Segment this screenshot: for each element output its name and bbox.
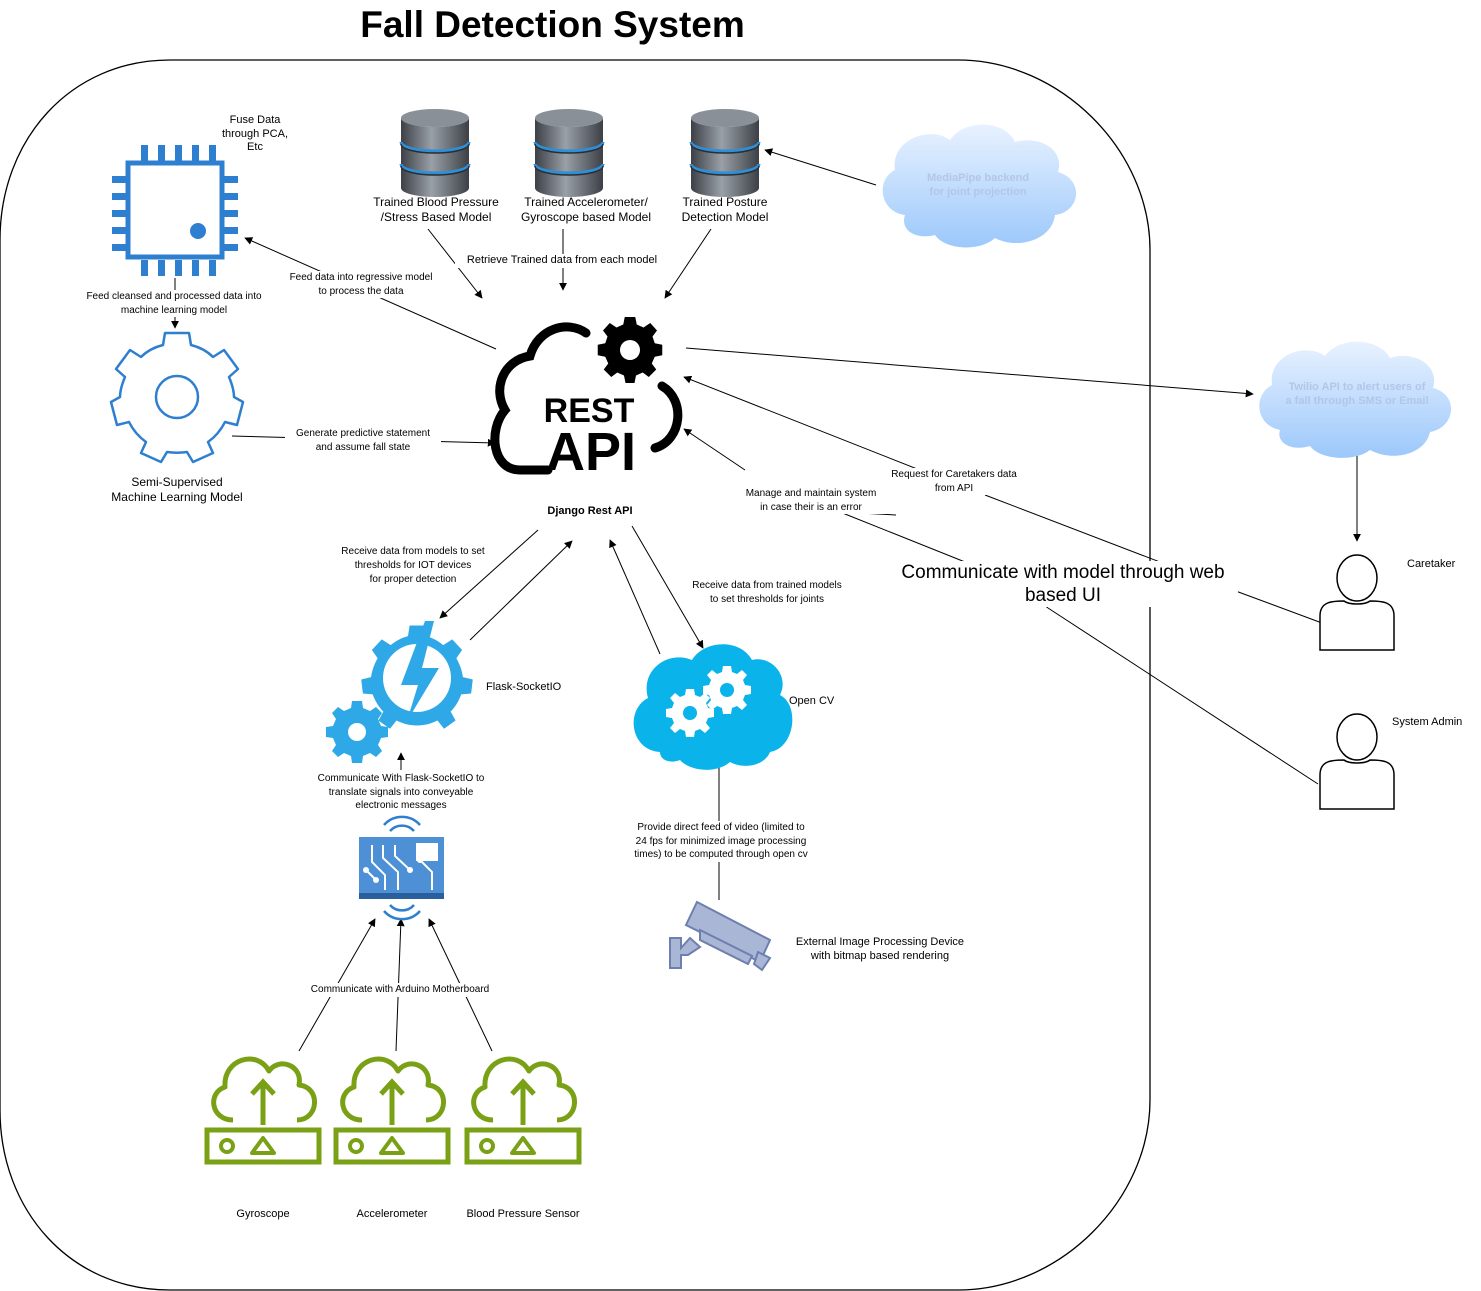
database-icon-accelerometer	[533, 107, 605, 199]
twilio-label: Twilio API to alert users of a fall thro…	[1285, 381, 1429, 407]
chip-icon	[112, 145, 238, 276]
edge-label-communicate-flask: Communicate With Flask-SocketIO to trans…	[303, 772, 499, 813]
edge-rest-to-twilio	[685, 347, 1254, 398]
edge-label-generate-predictive: Generate predictive statement and assume…	[285, 427, 441, 454]
flask-socketio-label: Flask-SocketIO	[486, 681, 562, 693]
gyroscope-sensor-icon	[207, 1059, 319, 1162]
db-accelerometer-label: Trained Accelerometer/ Gyroscope based M…	[520, 195, 652, 224]
bp-sensor-label: Blood Pressure Sensor	[466, 1208, 580, 1220]
iot-board-icon	[359, 815, 444, 921]
gyroscope-label: Gyroscope	[236, 1208, 290, 1220]
edge-label-receive-joints: Receive data from trained models to set …	[692, 580, 842, 605]
camera-label: External Image Processing Device with bi…	[795, 936, 965, 962]
edge-label-feed-cleansed: Feed cleansed and processed data into ma…	[72, 290, 276, 317]
edge-rest-to-opencv	[631, 525, 704, 649]
caretaker-person-icon	[1319, 554, 1395, 651]
database-icon-posture	[689, 107, 761, 199]
edge-label-request-caretakers: Request for Caretakers data from API	[880, 468, 1028, 495]
accelerometer-sensor-icon	[336, 1059, 448, 1162]
rest-api-caption: Django Rest API	[547, 505, 633, 517]
db-posture-label: Trained Posture Detection Model	[681, 195, 769, 224]
db-blood-pressure-label: Trained Blood Pressure /Stress Based Mod…	[373, 195, 499, 224]
system-boundary	[0, 59, 1151, 1291]
edge-label-feed-regressive: Feed data into regressive model to proce…	[278, 271, 444, 298]
mediapipe-cloud-icon	[882, 124, 1077, 248]
edge-label-web-ui: Communicate with model through web based…	[888, 561, 1238, 607]
edge-label-arduino: Communicate with Arduino Motherboard	[296, 983, 504, 997]
twilio-cloud-icon	[1259, 341, 1452, 458]
rest-label: REST	[544, 392, 635, 430]
diagram-title: Fall Detection System	[360, 4, 745, 45]
mediapipe-label: MediaPipe backend for joint projection	[926, 172, 1030, 198]
edge-admin-to-rest-head	[683, 428, 746, 471]
system-admin-person-icon	[1319, 713, 1395, 810]
blood-pressure-sensor-icon	[467, 1059, 579, 1162]
accelerometer-label: Accelerometer	[356, 1208, 428, 1220]
edge-admin-to-rest	[1047, 607, 1319, 785]
ml-model-label: Semi-Supervised Machine Learning Model	[111, 475, 243, 504]
rest-api-icon: REST API	[490, 317, 683, 482]
camera-icon	[669, 900, 772, 972]
edge-label-retrieve-trained: Retrieve Trained data from each model	[455, 254, 669, 268]
opencv-label: Open CV	[789, 695, 835, 707]
edge-flask-to-rest	[469, 540, 573, 641]
edge-opencv-to-rest	[609, 539, 661, 655]
fuse-data-label: Fuse Data through PCA, Etc	[221, 114, 289, 153]
edge-label-video-feed: Provide direct feed of video (limited to…	[614, 821, 828, 862]
api-label: API	[546, 422, 636, 482]
database-icon-blood-pressure	[399, 107, 471, 199]
edge-rest-to-flask	[439, 529, 539, 619]
edge-db3-to-rest	[664, 228, 712, 299]
caretaker-label: Caretaker	[1407, 558, 1456, 570]
system-admin-label: System Admin	[1392, 716, 1463, 728]
gear-icon	[109, 331, 245, 464]
edge-label-receive-iot: Receive data from models to set threshol…	[341, 546, 485, 585]
edge-label-manage-system: Manage and maintain system in case their…	[736, 487, 886, 514]
flask-socketio-icon	[326, 621, 473, 763]
edge-caretaker-to-rest-head	[683, 375, 941, 479]
opencv-cloud-icon	[633, 644, 793, 770]
edge-mediapipe-to-db3	[764, 148, 877, 186]
